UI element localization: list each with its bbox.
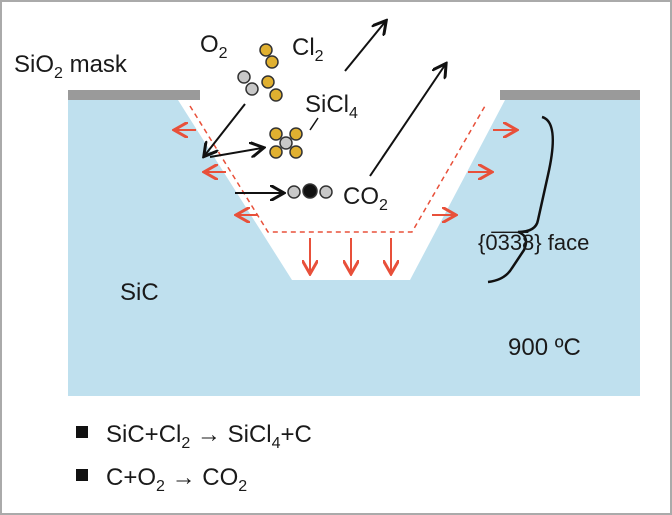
reaction-arrows xyxy=(205,22,445,193)
right-mask xyxy=(500,90,640,100)
sic-label: SiC xyxy=(120,279,159,306)
o2-label: O2 xyxy=(200,31,228,62)
equation-1: SiC+Cl2 → SiCl4+C xyxy=(106,421,312,452)
cl2-molecule xyxy=(259,43,279,69)
sicl4-pointer xyxy=(309,117,319,131)
cl2-molecule-2 xyxy=(261,75,283,102)
etch-front-dashed xyxy=(189,105,486,233)
face-brace xyxy=(487,115,554,284)
cl2-label: Cl2 xyxy=(292,34,324,65)
temperature-label: 900 ºC xyxy=(508,334,581,361)
sicl4-molecule xyxy=(269,127,303,159)
molecules xyxy=(237,43,333,199)
face-label: {0̅3̅3̅8} face xyxy=(478,230,589,255)
co2-molecule xyxy=(287,183,333,199)
sicl4-label: SiCl4 xyxy=(305,91,358,122)
mask-label: SiO2 mask xyxy=(14,51,128,82)
etch-direction-arrows xyxy=(176,130,515,272)
left-mask xyxy=(68,90,200,100)
co2-label: CO2 xyxy=(343,183,388,214)
o2-molecule xyxy=(237,70,259,96)
bullet-icon xyxy=(76,469,88,481)
bullet-icon xyxy=(76,426,88,438)
equation-2: C+O2 → CO2 xyxy=(106,464,247,495)
